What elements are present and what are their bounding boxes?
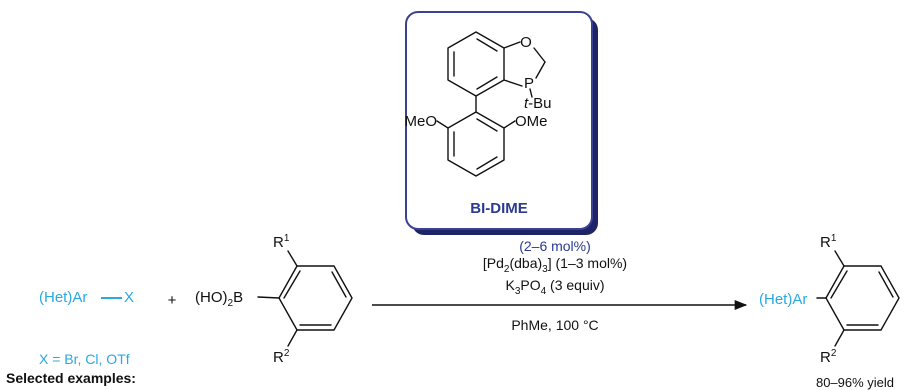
reactant1-het-ar: (Het)Ar — [39, 289, 87, 306]
ligand-atom-phosphorus: P — [524, 75, 534, 92]
condition-base: K3PO4 (3 equiv) — [505, 277, 604, 297]
reaction-conditions: (2–6 mol%) [Pd2(dba)3] (1–3 mol%) K3PO4 … — [483, 238, 627, 333]
boronic-acid-label: (HO)2B — [195, 289, 243, 309]
x-definition: X = Br, Cl, OTf — [39, 351, 130, 367]
reactant-aryl-halide: (Het)Ar X — [39, 289, 134, 306]
product-r1: R1 — [820, 233, 837, 251]
ligand-ome-label: OMe — [515, 113, 548, 130]
selected-examples-heading: Selected examples: — [6, 370, 136, 386]
ligand-box — [405, 11, 598, 235]
bi-dime-structure — [436, 31, 546, 177]
ligand-tbu-label: t-Bu — [524, 95, 552, 112]
boronic-acid-r2: R2 — [273, 348, 290, 366]
condition-solvent-temp: PhMe, 100 °C — [511, 317, 598, 333]
product-r2: R2 — [820, 348, 837, 366]
ligand-box-frame — [405, 11, 593, 230]
condition-ligand-loading: (2–6 mol%) — [519, 238, 591, 254]
product-yield: 80–96% yield — [816, 375, 894, 390]
product-het-ar: (Het)Ar — [759, 291, 807, 308]
product-ring — [816, 250, 900, 347]
ligand-name: BI-DIME — [470, 200, 528, 217]
plus-sign: + — [168, 292, 177, 309]
reactant1-halide: X — [124, 289, 134, 306]
boronic-acid-r1: R1 — [273, 233, 290, 251]
boronic-acid-ring — [257, 250, 353, 347]
condition-pd-catalyst: [Pd2(dba)3] (1–3 mol%) — [483, 255, 627, 275]
ligand-atom-oxygen: O — [520, 34, 532, 51]
ligand-meo-label: MeO — [404, 113, 437, 130]
bi-dime-labels: O P t-Bu MeO OMe BI-DIME — [404, 34, 551, 217]
